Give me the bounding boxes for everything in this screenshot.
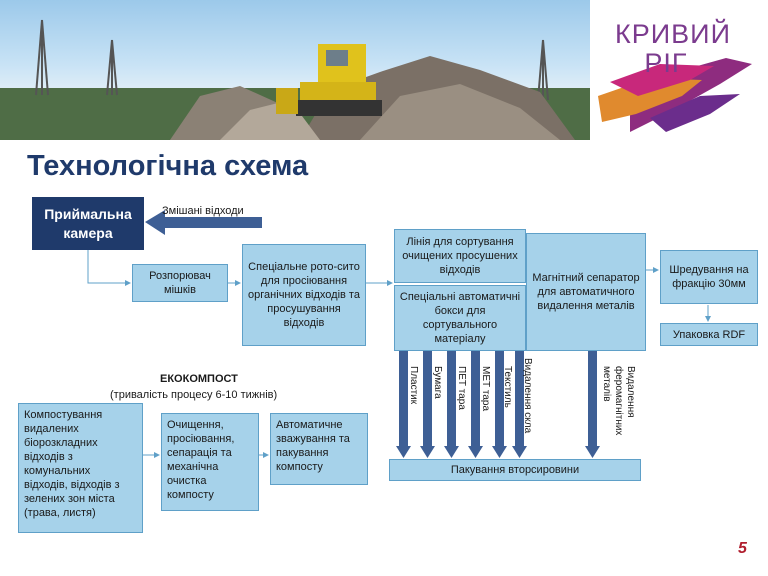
mixed-waste-label: Змішані відходи [162,205,244,217]
output-label-paper: Бумага [432,366,443,399]
page-number: 5 [738,540,747,557]
sorting-line-box: Лінія для сортування очищених просушених… [394,229,526,283]
city-logo [590,0,768,140]
output-label-textile: Текстиль [502,366,513,408]
composting-box: Компостування видалених біорозкладних ві… [18,403,143,533]
landfill-illustration [0,19,590,140]
auto-boxes-box: Спеціальні автоматичні бокси для сортува… [394,285,526,351]
page-title: Технологічна схема [27,150,309,182]
roto-sieve-box: Спеціальне рото-сито для просіювання орг… [242,244,366,346]
header-banner: КРИВИЙ РІГ [0,0,768,140]
shredding-box: Шредування на фракцію 30мм [660,250,758,304]
output-label-metal: МЕТ тара [480,366,491,412]
ecocompost-duration: (тривалість процесу 6-10 тижнів) [110,389,278,401]
cleaning-box: Очищення, просіювання, сепарація та меха… [161,413,259,511]
recyclables-packing-box: Пакування вторсировини [389,459,641,481]
output-label-plastic: Пластик [408,366,419,405]
weighing-box: Автоматичне зважування та пакування комп… [270,413,368,485]
bag-opener-box: Розпорювач мішків [132,264,228,302]
output-label-glass: Видалення скла [522,358,533,434]
rdf-packing-box: Упаковка RDF [660,323,758,346]
output-label-pet: ПЕТ тара [456,366,467,410]
logo-line2: РІГ [644,48,688,78]
logo-swoosh [598,58,752,132]
ecocompost-title: ЕКОКОМПОСТ [160,373,238,385]
landfill-photo [0,0,590,140]
logo-line1: КРИВИЙ [615,19,731,49]
reception-chamber-box: Приймальна камера [32,197,144,250]
magnetic-separator-box: Магнітний сепаратор для автоматичного ви… [526,233,646,351]
output-label-ferromagnetic: Видалення феромагнітних металів [601,366,636,436]
